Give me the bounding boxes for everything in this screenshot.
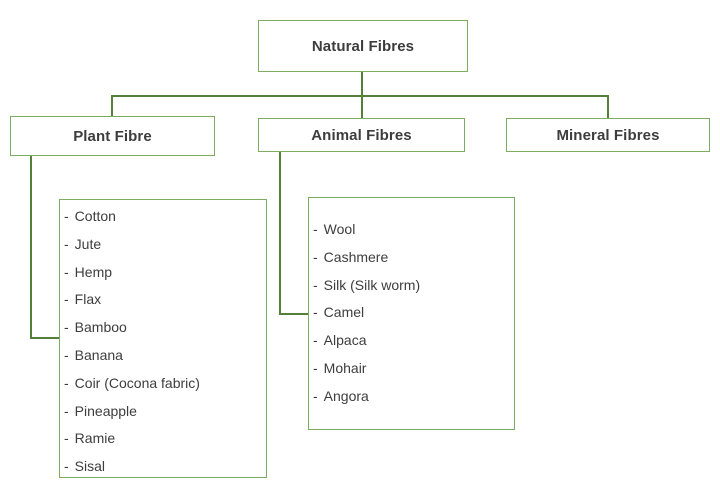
list-item: -Bamboo [64,314,260,342]
item-label: Flax [74,291,102,308]
item-dash: - [64,291,69,308]
item-dash: - [313,332,318,349]
list-item: -Cotton [64,203,260,231]
list-item: -Wool [313,216,508,244]
list-item: -Silk (Silk worm) [313,272,508,300]
item-dash: - [313,221,318,237]
connector-drop-animal [361,95,363,118]
item-label: Wool [323,221,356,237]
branch-node-animal-fibres: Animal Fibres [258,118,465,152]
item-label: Camel [323,304,365,321]
item-label: Cotton [74,208,116,224]
list-item: -Mohair [313,355,508,383]
branch-node-label: Plant Fibre [73,127,152,145]
list-item: -Angora [313,383,508,411]
item-label: Banana [74,346,123,363]
list-item: -Camel [313,299,508,327]
animal-fibres-list: -Wool -Cashmere -Silk (Silk worm) -Camel… [308,197,515,430]
item-dash: - [313,248,318,265]
list-item: -Banana [64,342,260,370]
list-item: -Hemp [64,259,260,287]
connector-root-stem [361,72,363,97]
item-dash: - [64,263,69,280]
item-label: Cashmere [323,248,389,265]
item-dash: - [313,387,318,404]
connector-drop-mineral [607,95,609,118]
list-item: -Alpaca [313,327,508,355]
connector-animal-list-vertical [279,152,281,315]
list-item: -Pineapple [64,398,260,426]
item-dash: - [313,276,318,293]
item-label: Alpaca [323,332,367,349]
item-dash: - [64,402,69,419]
list-item: -Sisal [64,453,260,480]
item-label: Hemp [74,263,113,280]
connector-drop-plant [111,95,113,116]
root-node-natural-fibres: Natural Fibres [258,20,468,72]
plant-fibre-list: -Cotton -Jute -Hemp -Flax -Bamboo -Banan… [59,199,267,478]
item-label: Sisal [74,458,106,475]
list-item: -Jute [64,231,260,259]
branch-node-label: Mineral Fibres [556,126,660,144]
item-dash: - [313,304,318,321]
item-label: Pineapple [74,402,137,419]
item-label: Angora [323,387,369,404]
list-item: -Ramie [64,425,260,453]
item-label: Bamboo [74,319,127,336]
item-dash: - [64,346,69,363]
item-dash: - [64,374,69,391]
item-label: Mohair [323,359,367,376]
item-dash: - [64,458,69,475]
connector-animal-list-horizontal [279,313,310,315]
branch-node-label: Animal Fibres [311,126,412,144]
list-item: -Flax [64,286,260,314]
list-item: -Cashmere [313,244,508,272]
item-dash: - [64,235,69,252]
list-item: -Coir (Cocona fabric) [64,370,260,398]
item-dash: - [313,359,318,376]
branch-node-mineral-fibres: Mineral Fibres [506,118,710,152]
connector-branch-bar [111,95,609,97]
item-dash: - [64,430,69,447]
root-node-label: Natural Fibres [311,37,415,55]
item-label: Jute [74,235,102,252]
connector-plant-list-vertical [30,156,32,339]
item-dash: - [64,319,69,336]
connector-plant-list-horizontal [30,337,61,339]
branch-node-plant-fibre: Plant Fibre [10,116,215,156]
item-dash: - [64,208,69,224]
item-label: Ramie [74,430,116,447]
item-label: Silk (Silk worm) [323,276,421,293]
item-label: Coir (Cocona fabric) [74,374,200,391]
